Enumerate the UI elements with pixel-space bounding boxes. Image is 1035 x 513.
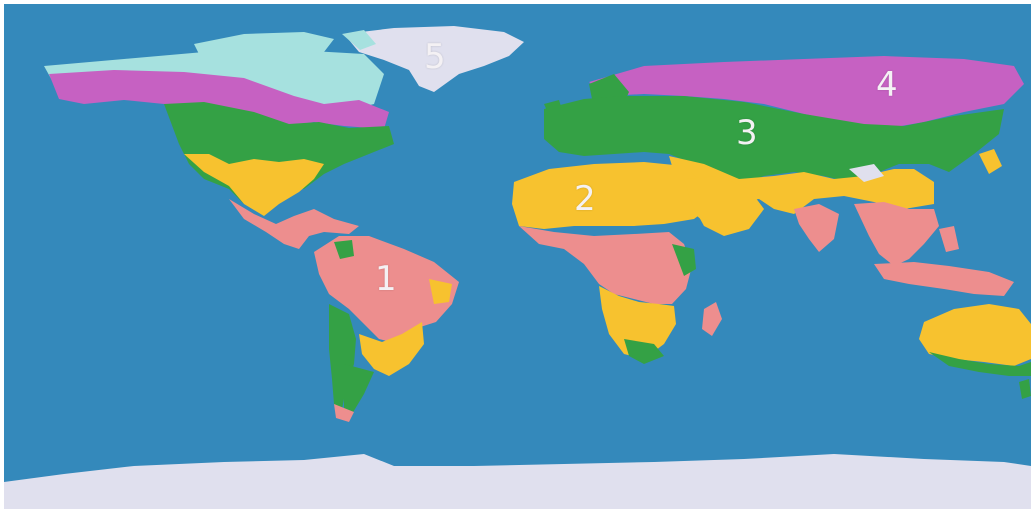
east-africa-highland-region bbox=[672, 244, 696, 276]
southern-africa-temperate-region bbox=[624, 339, 664, 364]
brazil-highland-region bbox=[429, 279, 452, 304]
patagonia-region bbox=[344, 364, 374, 414]
south-america-temperate-region bbox=[329, 304, 356, 409]
south-asia-tropical-region bbox=[794, 204, 839, 252]
zone-label-5: 5 bbox=[424, 37, 446, 77]
north-america-dry-region bbox=[184, 154, 324, 216]
australia-temperate-region bbox=[929, 352, 1031, 376]
japan-region bbox=[979, 149, 1002, 174]
southern-africa-dry-region bbox=[599, 286, 676, 359]
world-climate-map: 1 2 3 4 5 bbox=[4, 4, 1031, 509]
tibetan-plateau-region bbox=[849, 164, 884, 182]
zone-label-2: 2 bbox=[574, 179, 596, 219]
indonesia-region bbox=[874, 262, 1014, 296]
south-america-dry-region bbox=[359, 322, 424, 376]
greenland-ice-region bbox=[344, 26, 524, 92]
madagascar-region bbox=[702, 302, 722, 336]
central-asia-dry-region bbox=[669, 156, 934, 222]
greenland-coastal-region bbox=[342, 30, 376, 50]
southeast-asia-tropical-region bbox=[854, 202, 939, 266]
canadian-arctic-islands bbox=[194, 32, 334, 56]
eurasia-boreal-region bbox=[589, 56, 1024, 129]
zone-label-3: 3 bbox=[736, 113, 758, 153]
philippines-region bbox=[939, 226, 959, 252]
eurasia-temperate-region bbox=[544, 96, 1004, 184]
british-isles-region bbox=[544, 100, 564, 122]
antarctica-ice-region bbox=[4, 454, 1031, 509]
tierra-del-fuego-region bbox=[334, 404, 354, 422]
australia-dry-region bbox=[919, 304, 1031, 366]
north-america-boreal-region bbox=[49, 70, 389, 129]
zone-label-1: 1 bbox=[375, 259, 397, 299]
new-zealand-region bbox=[1019, 379, 1031, 399]
arabia-dry-region bbox=[684, 176, 764, 236]
zone-label-4: 4 bbox=[876, 65, 898, 105]
africa-tropical-region bbox=[519, 226, 692, 304]
map-canvas bbox=[4, 26, 1031, 509]
central-america-tropical-region bbox=[229, 199, 359, 249]
north-africa-dry-region bbox=[512, 162, 714, 229]
south-america-tropical-region bbox=[314, 236, 459, 344]
amazon-highland-region bbox=[334, 240, 354, 259]
